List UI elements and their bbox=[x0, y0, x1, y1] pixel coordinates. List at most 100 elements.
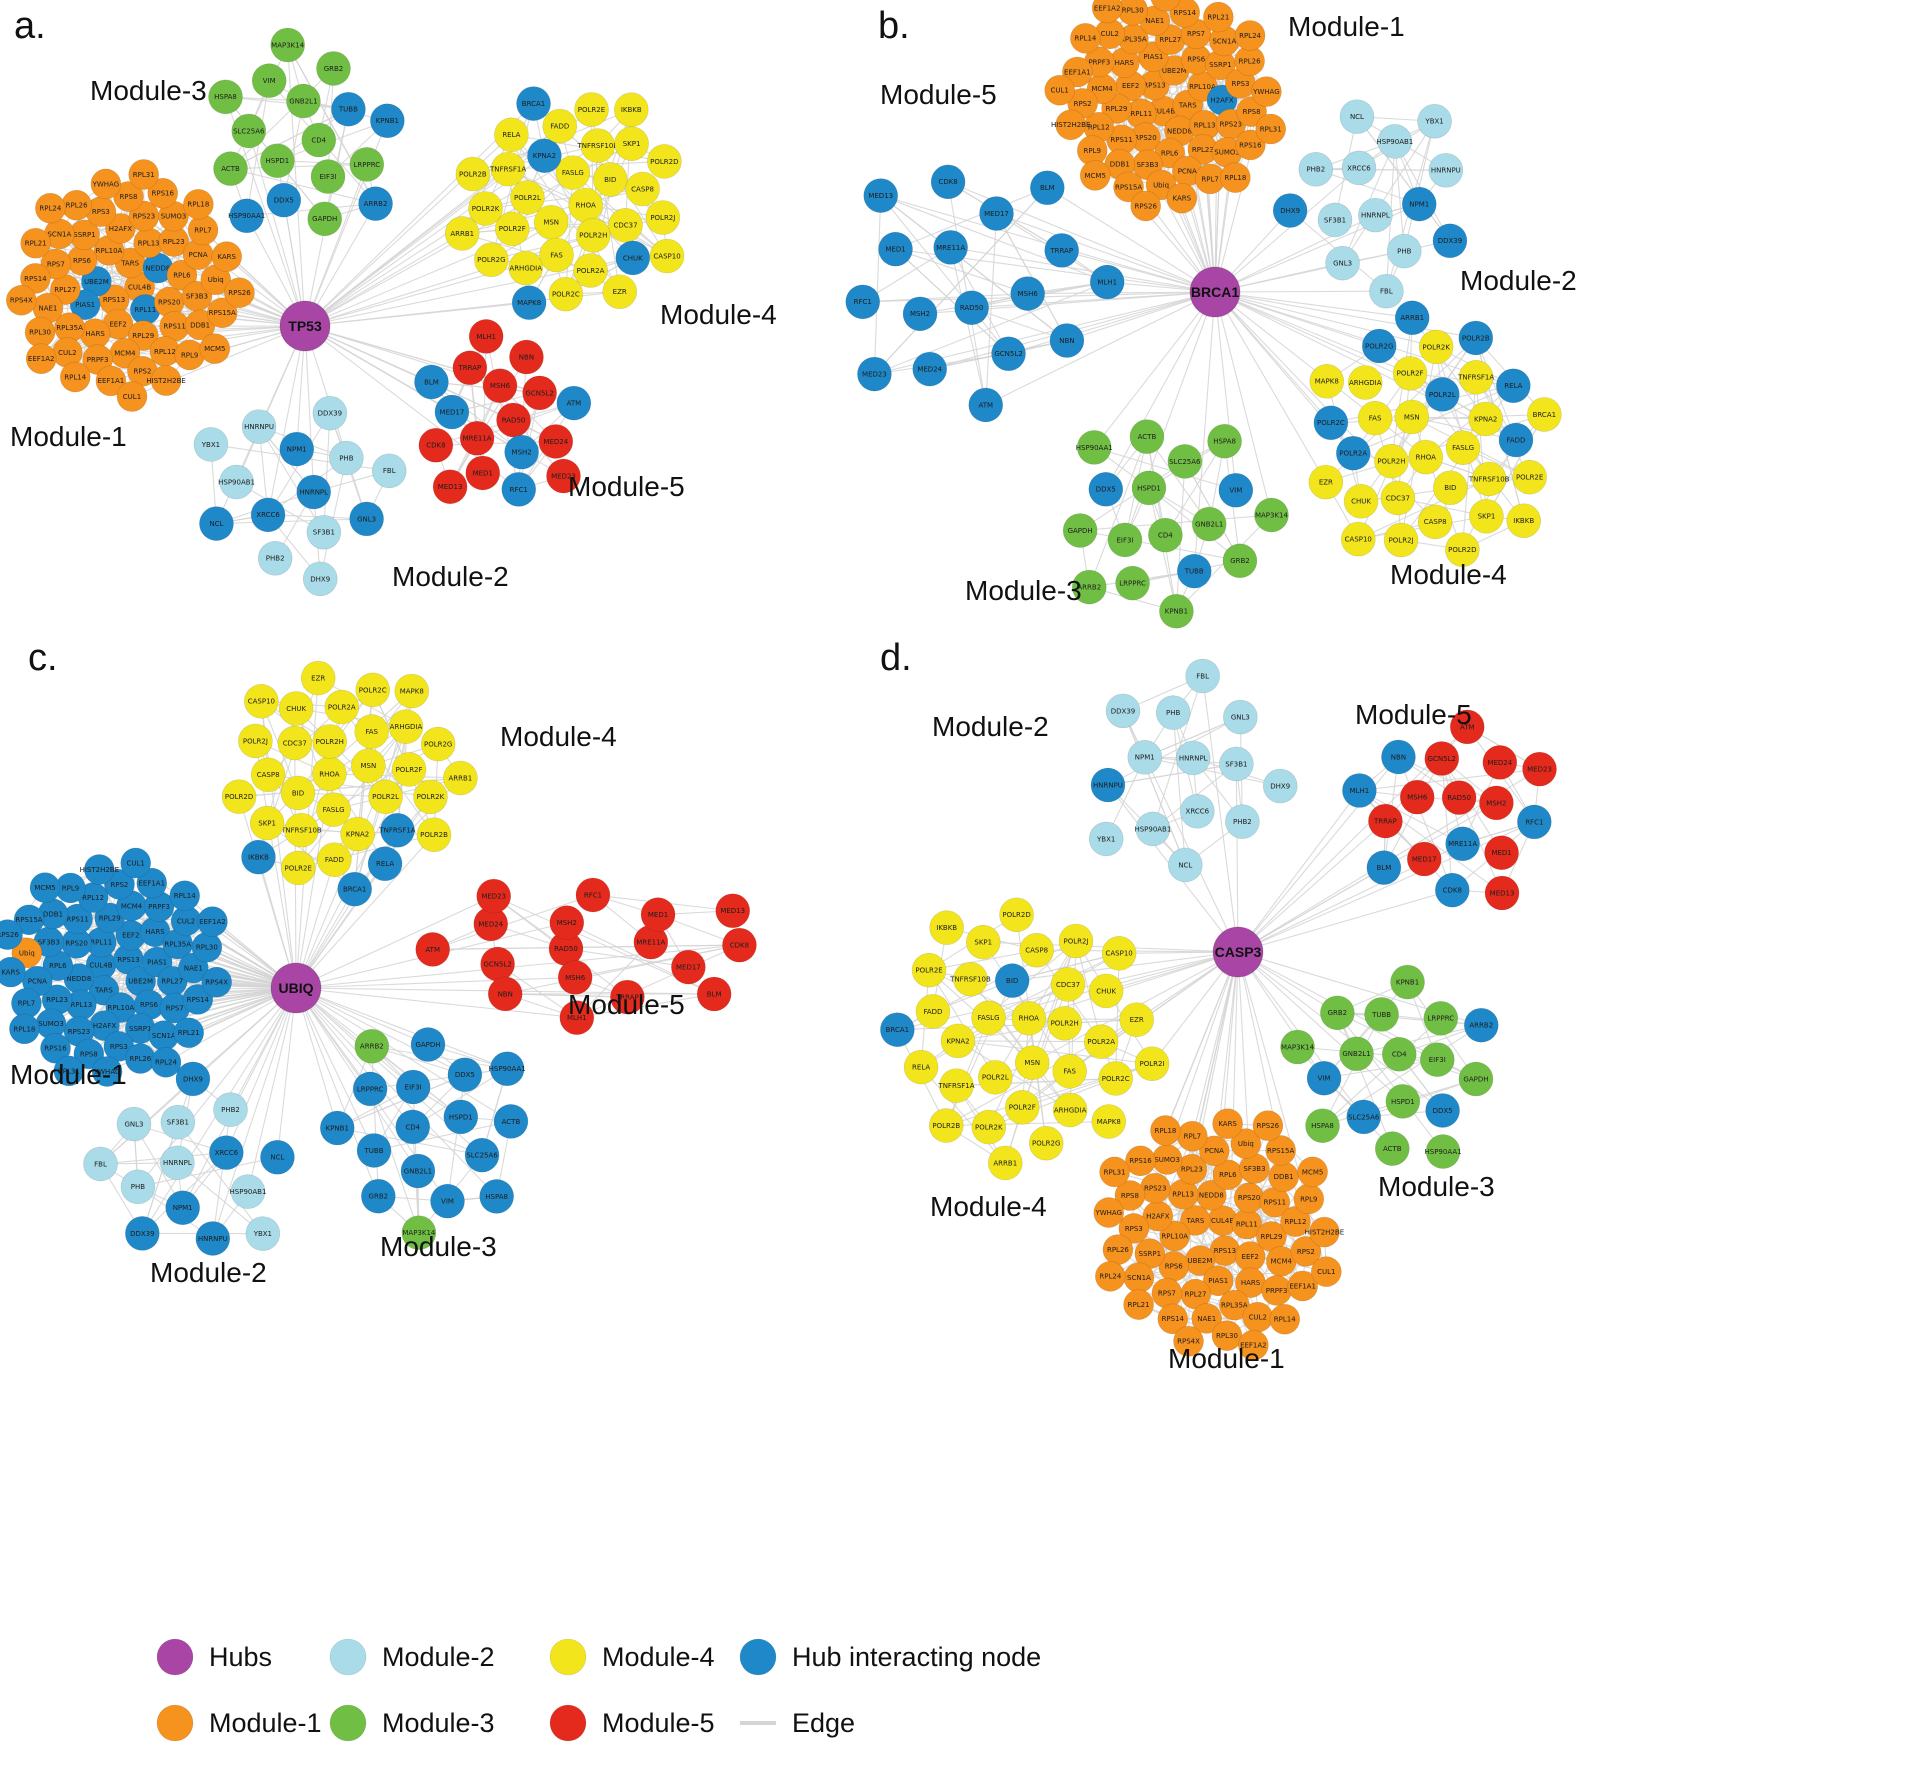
gene-node[interactable]: XRCC6 bbox=[1180, 793, 1215, 829]
gene-node[interactable]: SKP1 bbox=[614, 126, 649, 161]
gene-node[interactable]: POLR2L bbox=[978, 1060, 1013, 1095]
gene-node[interactable]: GNB2L1 bbox=[1339, 1036, 1374, 1072]
gene-node[interactable]: RPL26 bbox=[1102, 1234, 1134, 1265]
gene-node[interactable]: RPL14 bbox=[1269, 1303, 1301, 1335]
gene-node[interactable]: PRPF3 bbox=[1261, 1275, 1292, 1306]
gene-node[interactable]: POLR2G bbox=[474, 242, 509, 278]
gene-node[interactable]: BRCA1 bbox=[880, 1012, 915, 1048]
gene-node[interactable]: HARS bbox=[79, 318, 111, 350]
gene-node[interactable]: MED24 bbox=[912, 351, 948, 387]
gene-node[interactable]: IKBKB bbox=[613, 92, 649, 128]
gene-node[interactable]: GRB2 bbox=[316, 51, 351, 86]
gene-node[interactable]: POLR2F bbox=[1004, 1089, 1040, 1125]
gene-node[interactable]: GCN5L2 bbox=[522, 375, 557, 411]
gene-node[interactable]: DDX39 bbox=[125, 1216, 160, 1251]
gene-node[interactable]: HSP90AB1 bbox=[218, 464, 255, 500]
gene-node[interactable]: MSH6 bbox=[482, 368, 518, 404]
gene-node[interactable]: SF3B1 bbox=[1317, 202, 1353, 238]
gene-node[interactable]: EZR bbox=[602, 274, 637, 310]
gene-node[interactable]: MED1 bbox=[1484, 835, 1519, 871]
gene-node[interactable]: MED23 bbox=[1522, 751, 1557, 787]
gene-node[interactable]: GNL3 bbox=[1325, 245, 1360, 281]
gene-node[interactable]: DDB1 bbox=[1268, 1161, 1299, 1193]
gene-node[interactable]: CHUK bbox=[278, 691, 314, 726]
gene-node[interactable]: GCN5L2 bbox=[1424, 741, 1460, 776]
gene-node[interactable]: TUBB bbox=[1176, 553, 1212, 589]
gene-node[interactable]: CDK8 bbox=[930, 164, 966, 200]
gene-node[interactable]: RHOA bbox=[1011, 1000, 1047, 1036]
gene-node[interactable]: CHUK bbox=[615, 240, 651, 276]
gene-node[interactable]: MSH6 bbox=[1399, 779, 1435, 815]
gene-node[interactable]: RPL24 bbox=[1234, 20, 1266, 51]
gene-node[interactable]: TRRAP bbox=[1368, 803, 1403, 839]
gene-node[interactable]: MAP3K14 bbox=[270, 27, 305, 63]
gene-node[interactable]: ARRB1 bbox=[987, 1145, 1023, 1181]
gene-node[interactable]: MSH2 bbox=[504, 434, 539, 470]
gene-node[interactable]: MED13 bbox=[715, 893, 751, 929]
gene-node[interactable]: CHUK bbox=[1088, 973, 1124, 1009]
gene-node[interactable]: EEF1A2 bbox=[197, 906, 228, 937]
gene-node[interactable]: MCM5 bbox=[29, 872, 61, 903]
gene-node[interactable]: CASP10 bbox=[1340, 521, 1376, 557]
gene-node[interactable]: MRE11A bbox=[1445, 826, 1480, 862]
gene-node[interactable]: RPL14 bbox=[169, 880, 201, 912]
gene-node[interactable]: NPM1 bbox=[1401, 186, 1437, 222]
gene-node[interactable]: IKBKB bbox=[241, 839, 276, 875]
gene-node[interactable]: CD4 bbox=[301, 122, 337, 158]
gene-node[interactable]: HSP90AA1 bbox=[1425, 1134, 1462, 1169]
gene-node[interactable]: GAPDH bbox=[1062, 513, 1098, 548]
gene-node[interactable]: EIF3I bbox=[310, 159, 346, 194]
gene-node[interactable]: FAS bbox=[1357, 400, 1393, 436]
gene-node[interactable]: POLR2G bbox=[1028, 1125, 1064, 1161]
gene-node[interactable]: DHX9 bbox=[1262, 768, 1298, 804]
gene-node[interactable]: LRPPRC bbox=[1115, 565, 1150, 601]
gene-node[interactable]: RFC1 bbox=[501, 472, 537, 507]
gene-node[interactable]: CDK8 bbox=[418, 427, 454, 463]
gene-node[interactable]: POLR2B bbox=[1458, 320, 1494, 356]
gene-node[interactable]: CASP8 bbox=[250, 757, 286, 793]
gene-node[interactable]: FAS bbox=[539, 237, 574, 273]
gene-node[interactable]: POLR2B bbox=[455, 156, 491, 192]
gene-node[interactable]: HNRNPU bbox=[1428, 152, 1464, 188]
gene-node[interactable]: POLR2B bbox=[928, 1108, 964, 1143]
gene-node[interactable]: MED23 bbox=[476, 878, 512, 914]
gene-node[interactable]: CUL1 bbox=[1311, 1256, 1342, 1287]
gene-node[interactable]: MED1 bbox=[878, 231, 913, 267]
gene-node[interactable]: POLR2B bbox=[416, 817, 452, 853]
gene-node[interactable]: MED24 bbox=[538, 424, 574, 459]
gene-node[interactable]: RPL24 bbox=[150, 1047, 182, 1078]
gene-node[interactable]: RELA bbox=[494, 117, 529, 153]
gene-node[interactable]: MED13 bbox=[1484, 875, 1520, 911]
gene-node[interactable]: TNFRSF1A bbox=[937, 1068, 975, 1103]
gene-node[interactable]: DDX39 bbox=[1432, 223, 1468, 259]
gene-node[interactable]: MAPK8 bbox=[1309, 363, 1345, 399]
gene-node[interactable]: RPL7 bbox=[187, 214, 219, 246]
gene-node[interactable]: KPNB1 bbox=[1159, 593, 1194, 629]
gene-node[interactable]: KPNB1 bbox=[1390, 964, 1425, 1000]
gene-node[interactable]: RAD50 bbox=[1441, 780, 1477, 815]
gene-node[interactable]: ARRB2 bbox=[358, 186, 393, 221]
gene-node[interactable]: HNRNPU bbox=[241, 409, 277, 444]
gene-node[interactable]: BID bbox=[1433, 470, 1468, 506]
gene-node[interactable]: RPL31 bbox=[1255, 113, 1287, 145]
gene-node[interactable]: TNFRSF10B bbox=[280, 812, 322, 848]
gene-node[interactable]: KARS bbox=[1212, 1108, 1243, 1140]
gene-node[interactable]: SKP1 bbox=[249, 805, 285, 841]
gene-node[interactable]: CUL2 bbox=[1242, 1301, 1274, 1333]
gene-node[interactable]: TNFRSF10B bbox=[577, 128, 619, 163]
gene-node[interactable]: POLR2D bbox=[999, 897, 1034, 933]
gene-node[interactable]: POLR2K bbox=[413, 779, 448, 815]
gene-node[interactable]: RPL21 bbox=[1123, 1289, 1154, 1320]
gene-node[interactable]: RPS7 bbox=[1151, 1277, 1183, 1309]
gene-node[interactable]: HSPA8 bbox=[208, 79, 243, 115]
gene-node[interactable]: POLR2J bbox=[238, 723, 273, 759]
gene-node[interactable]: RPL31 bbox=[1099, 1156, 1130, 1188]
gene-node[interactable]: MAPK8 bbox=[1091, 1104, 1127, 1139]
gene-node[interactable]: RAD50 bbox=[496, 402, 531, 438]
gene-node[interactable]: RPL24 bbox=[1095, 1261, 1126, 1292]
gene-node[interactable]: POLR2K bbox=[971, 1109, 1007, 1145]
gene-node[interactable]: FASLG bbox=[1445, 430, 1481, 466]
hub-node[interactable]: TP53 bbox=[279, 300, 331, 352]
gene-node[interactable]: RPL21 bbox=[173, 1017, 205, 1049]
gene-node[interactable]: GRB2 bbox=[1222, 543, 1258, 579]
